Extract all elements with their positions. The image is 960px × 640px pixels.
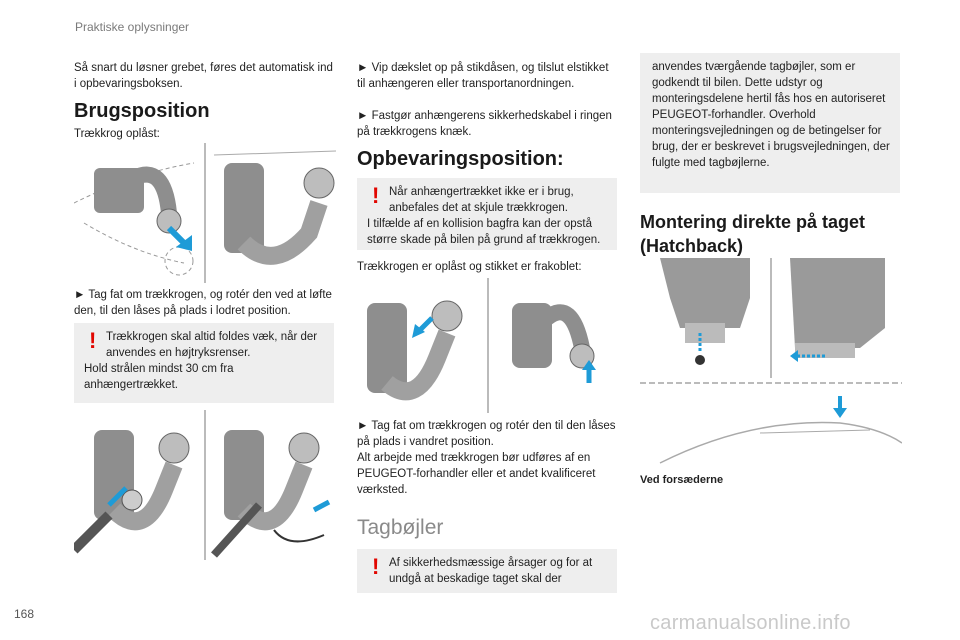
step-safety-cable: Fastgør anhængerens sikkerhedskabel i ri… (357, 108, 619, 140)
running-head: Praktiske oplysninger (75, 20, 190, 34)
towbar-fold-illustration (367, 278, 596, 413)
subheading-disconnected: Trækkrogen er oplåst og stikket er frako… (357, 261, 582, 273)
warning-text: Af sikkerhedsmæssige årsager og for at u… (389, 557, 593, 585)
roof-bar-info-box: anvendes tværgående tagbøjler, som er go… (640, 53, 900, 193)
roof-bar-info-text: anvendes tværgående tagbøjler, som er go… (652, 61, 890, 169)
warning-text-1: Trækkrogen skal altid foldes væk, når de… (106, 331, 318, 359)
watermark: carmanualsonline.info (650, 612, 851, 634)
roof-mounting-illustration (640, 258, 902, 464)
step-connect-plug: Vip dækslet op på stikdåsen, og tilslut … (357, 60, 619, 92)
figure-caption: Ved forsæderne (640, 474, 724, 486)
warning-exclamation-icon: ! (372, 183, 380, 208)
heading-montering: Montering direkte på taget (Hatchback) (640, 212, 866, 256)
heading-brugsposition: Brugsposition (74, 100, 210, 122)
service-note: Alt arbejde med trækkrogen bør udføres a… (357, 452, 596, 496)
step-rotate-vertical: Tag fat om trækkrogen, og rotér den ved … (74, 287, 336, 319)
warning-text-1: Når anhængertrækket ikke er i brug, anbe… (389, 186, 574, 214)
warning-box-high-pressure: ! Trækkrogen skal altid foldes væk, når … (74, 323, 334, 403)
intro-text: Så snart du løsner grebet, føres det aut… (74, 62, 333, 90)
heading-tagbojler: Tagbøjler (357, 516, 444, 539)
warning-exclamation-icon: ! (89, 328, 97, 353)
heading-opbevaringsposition: Opbevaringsposition: (357, 148, 564, 170)
warning-box-storage: ! Når anhængertrækket ikke er i brug, an… (357, 178, 617, 250)
warning-text-2: I tilfælde af en kollision bagfra kan de… (367, 218, 601, 246)
warning-text-2: Hold strålen mindst 30 cm fra anhængertr… (84, 363, 234, 391)
warning-box-roof-bars: ! Af sikkerhedsmæssige årsager og for at… (357, 549, 617, 593)
towbar-unfold-illustration (74, 143, 336, 283)
warning-exclamation-icon: ! (372, 554, 380, 579)
towbar-connect-illustration (74, 410, 331, 560)
page-number: 168 (14, 607, 35, 621)
subheading-unlocked: Trækkrog oplåst: (74, 128, 160, 140)
step-rotate-horizontal: Tag fat om trækkrogen og rotér den til d… (357, 418, 619, 450)
column-1: Så snart du løsner grebet, føres det aut… (74, 60, 334, 92)
